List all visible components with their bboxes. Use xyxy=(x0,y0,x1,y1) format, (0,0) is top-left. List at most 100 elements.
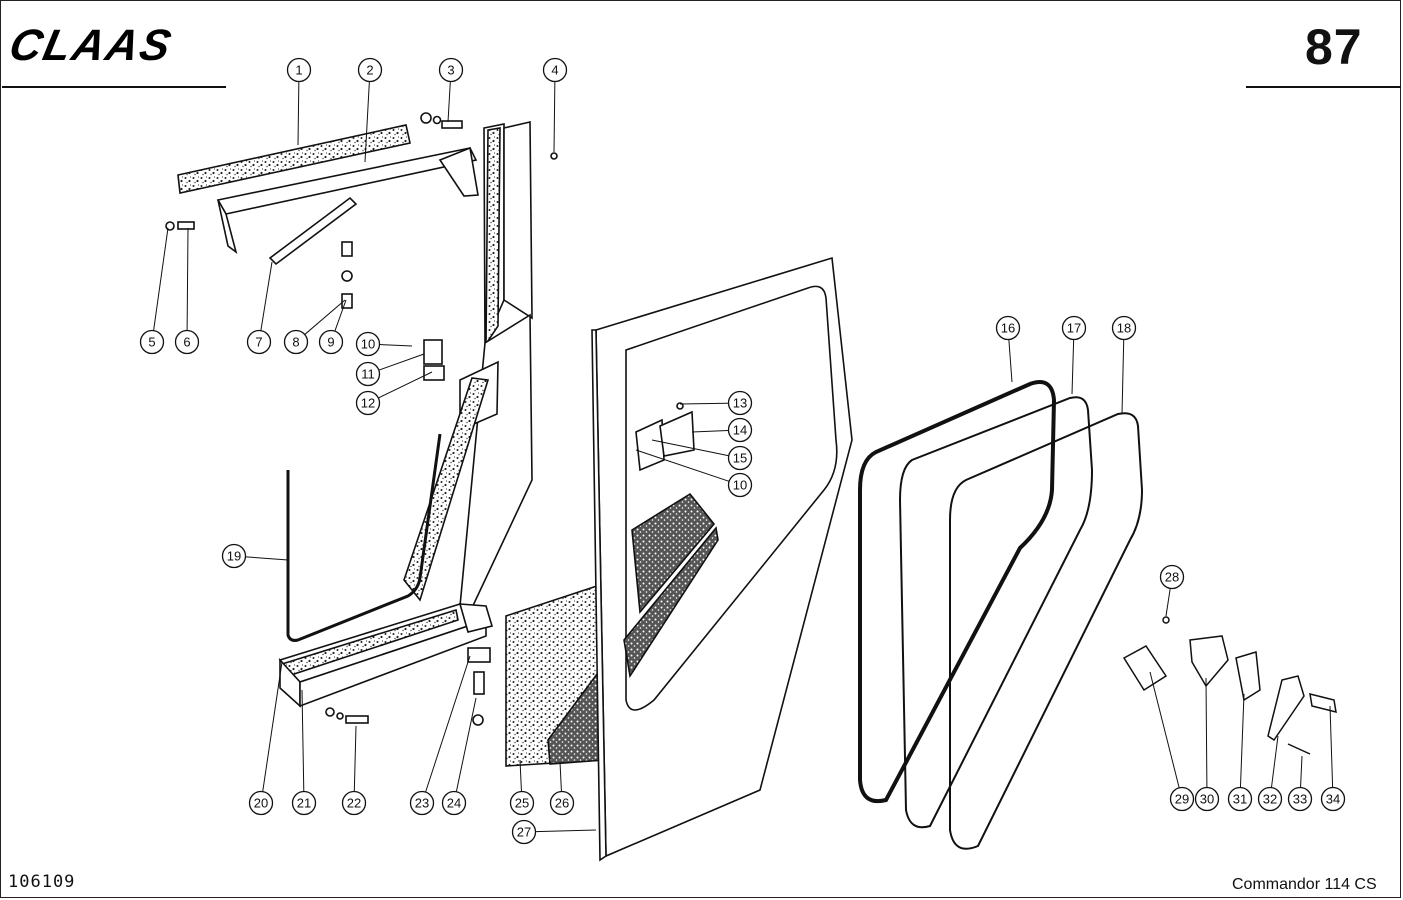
callout-circle xyxy=(357,57,383,83)
callout-number: 32 xyxy=(1263,792,1277,807)
callout-circle xyxy=(355,361,381,387)
callout-number: 21 xyxy=(297,796,311,811)
callout-leader-21 xyxy=(301,689,305,792)
callout-number: 3 xyxy=(447,63,454,78)
callout-leader-3 xyxy=(447,81,451,123)
callout-circle xyxy=(727,472,753,498)
callout-leader-1 xyxy=(297,81,300,146)
callout-number: 8 xyxy=(292,335,299,350)
callout-9: 9 xyxy=(318,329,344,355)
callout-leader-16 xyxy=(1008,339,1013,383)
callout-3: 3 xyxy=(438,57,464,83)
callout-leader-6 xyxy=(186,227,189,331)
callout-circle xyxy=(441,790,467,816)
callout-circle xyxy=(509,790,535,816)
callout-6: 6 xyxy=(174,329,200,355)
callout-leader-24 xyxy=(455,697,477,792)
latch-hardware xyxy=(1122,616,1337,755)
callout-number: 6 xyxy=(183,335,190,350)
callout-number: 13 xyxy=(733,396,747,411)
callout-leader-12 xyxy=(378,371,433,399)
callout-leader-31 xyxy=(1239,693,1245,788)
door-assembly xyxy=(505,256,853,862)
callout-leader-32 xyxy=(1271,735,1279,788)
callout-leader-5 xyxy=(153,227,169,331)
callout-number: 28 xyxy=(1165,570,1179,585)
callout-circle xyxy=(1169,786,1195,812)
callout-number: 9 xyxy=(327,335,334,350)
callout-1: 1 xyxy=(286,57,312,83)
callout-number: 30 xyxy=(1200,792,1214,807)
callout-leader-4 xyxy=(553,81,556,153)
callout-19: 19 xyxy=(221,543,247,569)
callout-number: 7 xyxy=(255,335,262,350)
callout-circle xyxy=(246,329,272,355)
callout-16: 16 xyxy=(995,315,1021,341)
callout-15: 15 xyxy=(727,445,753,471)
callout-leader-19 xyxy=(245,556,289,561)
callout-leader-10 xyxy=(379,344,413,347)
callout-4: 4 xyxy=(542,57,568,83)
callout-7: 7 xyxy=(246,329,272,355)
callout-circle xyxy=(409,790,435,816)
svg-text:CLAAS: CLAAS xyxy=(5,21,177,69)
callout-leader-11 xyxy=(379,353,425,371)
callout-circle xyxy=(1061,315,1087,341)
callout-leader-34 xyxy=(1329,705,1334,788)
callout-leader-14 xyxy=(691,430,729,433)
callout-number: 17 xyxy=(1067,321,1081,336)
callout-leader-30 xyxy=(1205,677,1208,788)
callout-number: 14 xyxy=(733,423,747,438)
callout-number: 26 xyxy=(555,796,569,811)
callout-leader-10 xyxy=(635,449,729,482)
callout-number: 33 xyxy=(1293,792,1307,807)
callout-number: 10 xyxy=(733,478,747,493)
callout-number: 24 xyxy=(447,796,461,811)
callout-25: 25 xyxy=(509,790,535,816)
callout-21: 21 xyxy=(291,790,317,816)
callout-30: 30 xyxy=(1194,786,1220,812)
callout-33: 33 xyxy=(1287,786,1313,812)
document-number: 106109 xyxy=(8,872,76,892)
callout-18: 18 xyxy=(1111,315,1137,341)
callout-circle xyxy=(727,445,753,471)
callout-circle xyxy=(1227,786,1253,812)
callout-2: 2 xyxy=(357,57,383,83)
callout-5: 5 xyxy=(139,329,165,355)
callout-circle xyxy=(438,57,464,83)
callout-32: 32 xyxy=(1257,786,1283,812)
callout-leaders xyxy=(153,81,1334,833)
callout-22: 22 xyxy=(341,790,367,816)
callout-leader-22 xyxy=(353,725,357,792)
callout-leader-7 xyxy=(260,261,273,331)
callout-leader-27 xyxy=(535,829,597,833)
callout-20: 20 xyxy=(248,790,274,816)
callout-number: 1 xyxy=(295,63,302,78)
callout-leader-28 xyxy=(1165,588,1171,617)
callout-12: 12 xyxy=(355,390,381,416)
callout-leader-33 xyxy=(1300,755,1303,788)
callout-14: 14 xyxy=(727,417,753,443)
callout-number: 27 xyxy=(517,825,531,840)
callout-circle xyxy=(286,57,312,83)
callout-13: 13 xyxy=(727,390,753,416)
callout-circle xyxy=(174,329,200,355)
callout-number: 31 xyxy=(1233,792,1247,807)
callout-circle xyxy=(1320,786,1346,812)
callout-28: 28 xyxy=(1159,564,1185,590)
callout-23: 23 xyxy=(409,790,435,816)
callout-17: 17 xyxy=(1061,315,1087,341)
callout-number: 34 xyxy=(1326,792,1340,807)
callout-10: 10 xyxy=(355,331,381,357)
callout-10: 10 xyxy=(727,472,753,498)
callout-circle xyxy=(248,790,274,816)
callout-leader-29 xyxy=(1149,671,1180,788)
callout-number: 25 xyxy=(515,796,529,811)
callout-circle xyxy=(139,329,165,355)
callout-number: 4 xyxy=(551,63,558,78)
callout-leader-26 xyxy=(559,761,562,792)
